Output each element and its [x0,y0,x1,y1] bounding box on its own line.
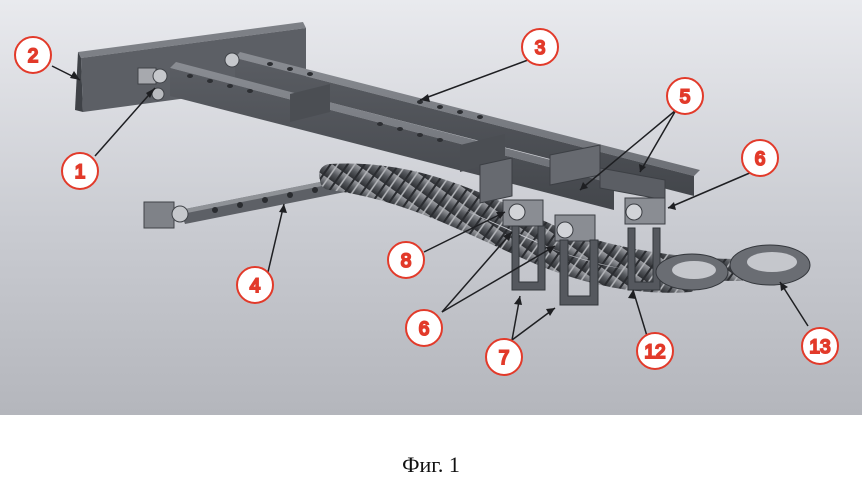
beam-holes [187,62,483,142]
figure-caption: Фиг. 1 [402,452,460,477]
svg-text:6: 6 [755,149,766,170]
arrow-heads [70,71,788,316]
u-brackets [511,225,661,306]
svg-text:1: 1 [75,162,86,183]
callout-5: 5 [666,77,704,115]
callout-2: 2 [14,36,52,74]
callout-8: 8 [387,241,425,279]
callout-3: 3 [521,28,559,66]
svg-text:4: 4 [250,276,261,297]
callout-13: 13 [801,327,839,365]
callouts: 2 3 1 5 6 8 4 6 7 12 13 [14,28,839,376]
svg-text:2: 2 [28,46,39,67]
svg-text:8: 8 [401,251,412,272]
callout-1: 1 [61,152,99,190]
strut-rod [143,172,364,229]
svg-text:5: 5 [680,87,691,108]
svg-text:3: 3 [535,38,546,59]
callout-12: 12 [636,332,674,370]
svg-text:13: 13 [809,337,830,358]
svg-text:12: 12 [644,342,665,363]
technical-drawing: 2 3 1 5 6 8 4 6 7 12 13 [0,0,862,415]
callout-4: 4 [236,266,274,304]
callout-7: 7 [485,338,523,376]
clamp-blocks [479,144,666,204]
svg-text:7: 7 [499,348,510,369]
shackles [502,197,666,242]
callout-6-top: 6 [741,139,779,177]
eye-terminals [655,244,811,291]
svg-text:6: 6 [419,319,430,340]
callout-6-bottom: 6 [405,309,443,347]
plate-bolt-assembly [137,52,240,101]
